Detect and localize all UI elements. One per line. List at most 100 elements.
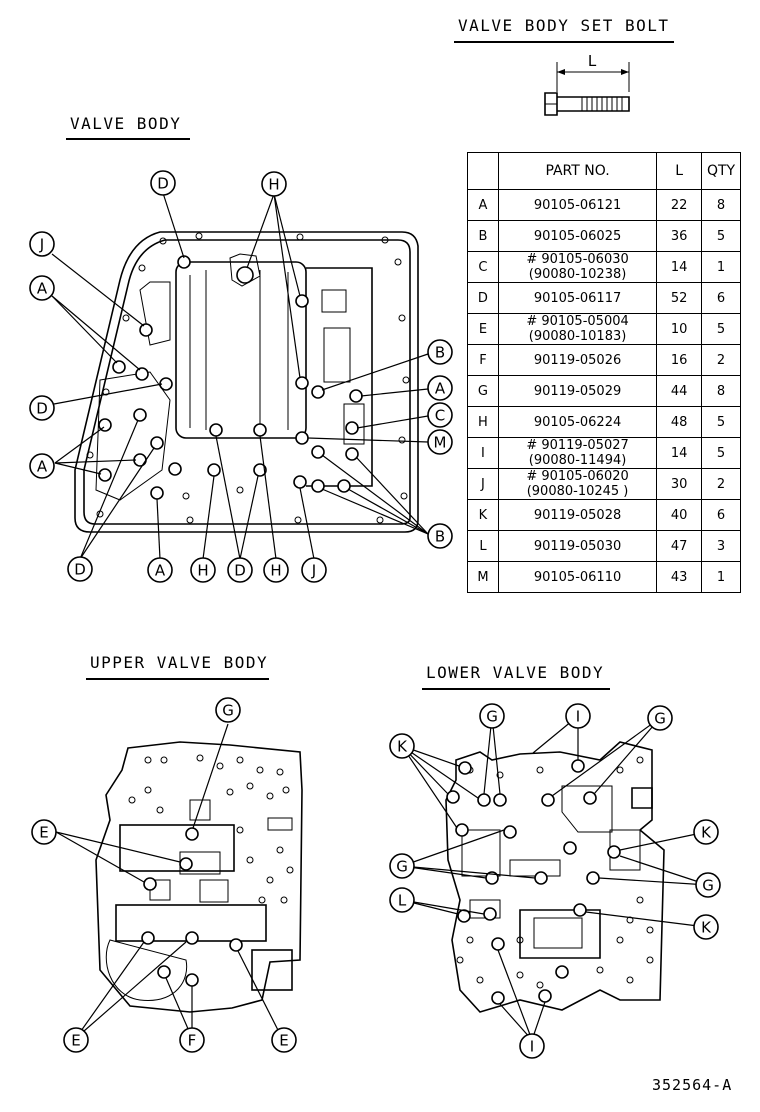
set-bolt-title: VALVE BODY SET BOLT <box>458 16 670 35</box>
callout-circle-e <box>271 1027 297 1053</box>
callout-label-k: K <box>397 738 408 756</box>
callout-circle-a <box>29 275 55 301</box>
row-key: C <box>467 251 499 283</box>
callout-label-b: B <box>435 528 445 546</box>
callout-label-g: G <box>654 710 666 728</box>
bolt-length-label: L <box>588 52 597 70</box>
row-key: B <box>467 220 499 252</box>
part-number: 90105-06110 <box>533 569 622 585</box>
callout-circle-g <box>695 872 721 898</box>
row-length: 16 <box>656 344 703 376</box>
callout-circle-d <box>150 170 176 196</box>
row-part-no: 90119-05029 <box>497 375 658 407</box>
row-length: 48 <box>656 406 703 438</box>
row-length: 52 <box>656 282 703 314</box>
callout-label-m: M <box>434 434 447 452</box>
callout-circle-i <box>565 703 591 729</box>
valve-body-leaders <box>51 192 429 560</box>
callout-circle-f <box>179 1027 205 1053</box>
part-number: 90119-05028 <box>533 507 622 523</box>
callout-circle-i <box>519 1033 545 1059</box>
callout-label-g: G <box>396 858 408 876</box>
callout-label-b: B <box>435 344 445 362</box>
callout-circle-a <box>147 557 173 583</box>
callout-label-a: A <box>435 380 446 398</box>
row-qty: 3 <box>701 530 741 562</box>
part-number: 90119-05029 <box>533 383 622 399</box>
row-qty: 5 <box>701 406 741 438</box>
callout-circle-b <box>427 523 453 549</box>
row-part-no: 90105-06025 <box>497 220 658 252</box>
row-qty: 1 <box>701 561 741 593</box>
part-number: 90105-06121 <box>533 197 622 213</box>
set-bolt-icon: L <box>544 52 630 116</box>
row-qty: 5 <box>701 220 741 252</box>
callout-circle-d <box>227 557 253 583</box>
callout-label-f: F <box>188 1032 197 1050</box>
valve-body-title: VALVE BODY <box>70 114 182 133</box>
callout-label-d: D <box>157 175 169 193</box>
row-part-no: 90105-06224 <box>497 406 658 438</box>
part-number: # 90119-05027 <box>526 438 629 453</box>
callout-circle-b <box>427 339 453 365</box>
callout-circle-d <box>67 556 93 582</box>
part-number: 90119-05030 <box>533 538 622 554</box>
row-key: M <box>467 561 499 593</box>
callout-label-e: E <box>71 1032 80 1050</box>
callout-label-j: J <box>311 562 316 580</box>
callout-label-g: G <box>222 702 234 720</box>
callout-circle-e <box>31 819 57 845</box>
row-length: 44 <box>656 375 703 407</box>
part-number: 90105-06025 <box>533 228 622 244</box>
callout-label-k: K <box>701 919 712 937</box>
part-number: # 90105-06030 <box>526 252 629 267</box>
upper-valve-body-leaders <box>55 723 283 1039</box>
row-key: G <box>467 375 499 407</box>
callout-label-h: H <box>270 562 281 580</box>
part-number: 90119-05026 <box>533 352 622 368</box>
alt-part-number: (90080-10183) <box>528 329 627 344</box>
callout-circle-m <box>427 429 453 455</box>
row-key: D <box>467 282 499 314</box>
callout-circle-a <box>29 453 55 479</box>
valve-body-outline <box>74 231 419 533</box>
header-qty: QTY <box>701 152 741 190</box>
callout-circle-k <box>693 914 719 940</box>
part-number: # 90105-06020 <box>526 469 629 484</box>
callout-label-g: G <box>486 708 498 726</box>
lower-valve-body-title: LOWER VALVE BODY <box>426 663 605 682</box>
callout-label-l: L <box>398 892 407 910</box>
callout-label-d: D <box>36 400 48 418</box>
callout-label-c: C <box>435 407 445 425</box>
lower-valve-body-leaders <box>401 715 709 1041</box>
row-part-no: 90105-06110 <box>497 561 658 593</box>
callout-circle-j <box>29 231 55 257</box>
row-length: 40 <box>656 499 703 531</box>
part-number: 90105-06224 <box>533 414 622 430</box>
callout-label-i: I <box>576 708 580 726</box>
row-length: 22 <box>656 189 703 221</box>
table-header-row: PART NO. L QTY <box>467 152 741 190</box>
callout-label-j: J <box>39 236 44 254</box>
callout-label-d: D <box>74 561 86 579</box>
callout-circle-h <box>263 557 289 583</box>
callout-circle-c <box>427 402 453 428</box>
row-part-no: 90105-06121 <box>497 189 658 221</box>
row-part-no: 90105-06117 <box>497 282 658 314</box>
valve-body-title-rule <box>66 138 190 140</box>
callout-label-a: A <box>155 562 166 580</box>
row-part-no: # 90105-06030(90080-10238) <box>497 251 658 283</box>
callout-circle-h <box>261 171 287 197</box>
row-part-no: # 90119-05027(90080-11494) <box>497 437 658 469</box>
